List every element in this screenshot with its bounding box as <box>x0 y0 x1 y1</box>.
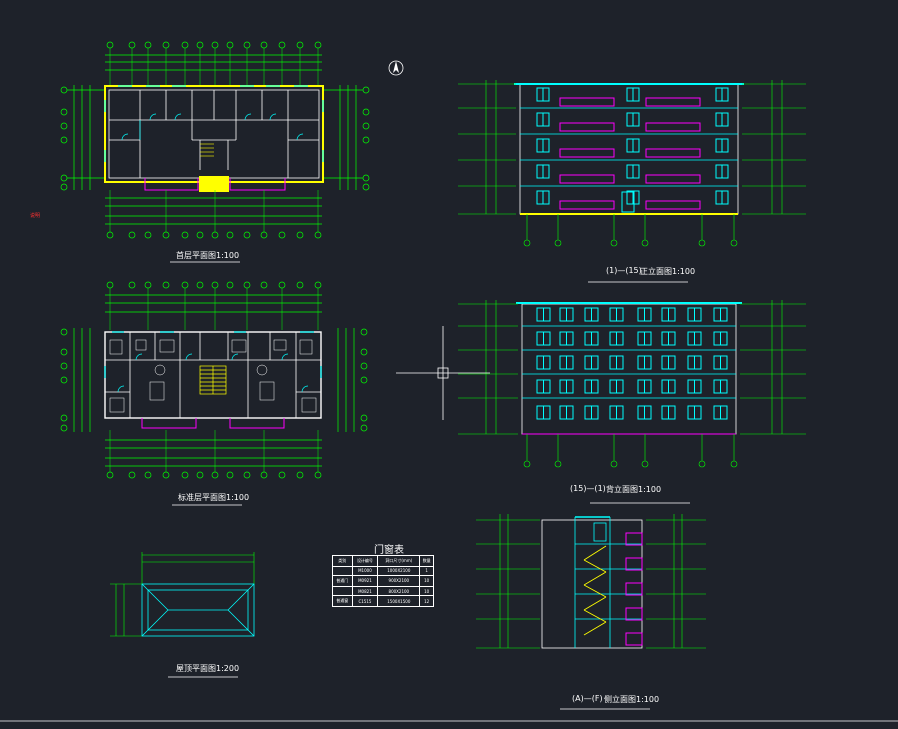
front-balcony <box>645 148 701 158</box>
side-elevation-axis-start: (A)—(F) <box>572 694 603 703</box>
table-cell: 1 <box>419 565 434 577</box>
front-balcony <box>559 174 615 184</box>
front-elevation[interactable] <box>458 80 806 283</box>
front-elevation-axis-start: (1)—(15) <box>606 266 642 275</box>
front-balcony <box>645 97 701 107</box>
table-cell: 普通门 <box>332 575 353 587</box>
door-window-table: 类别 设计编号 洞口尺寸(mm) 数量 M1000 1000X2100 1 普通… <box>332 555 434 607</box>
table-row: M1000 1000X2100 1 <box>332 565 434 577</box>
table-cell: C1515 <box>351 595 379 607</box>
crosshair-cursor-icon <box>396 326 490 420</box>
front-balcony <box>645 174 701 184</box>
back-elevation-axis-start: (15)—(1) <box>570 484 606 493</box>
table-header-cell: 洞口尺寸(mm) <box>377 555 421 567</box>
door-table-title: 门窗表 <box>374 545 404 556</box>
table-cell <box>332 565 353 577</box>
front-elevation-title: 正立面图1:100 <box>640 267 696 276</box>
table-cell: 10 <box>419 585 434 597</box>
table-row: M0821 800X2100 10 <box>332 585 434 597</box>
front-balcony <box>559 200 615 210</box>
back-elevation-title: 背立面图1:100 <box>606 485 662 494</box>
roof-plan[interactable] <box>110 552 255 678</box>
table-row: 普通窗 C1515 1500X1500 12 <box>332 595 434 607</box>
table-cell: 1500X1500 <box>377 595 421 607</box>
table-cell: M0921 <box>351 575 379 587</box>
front-balcony <box>559 122 615 132</box>
table-cell: 12 <box>419 595 434 607</box>
table-row: 普通门 M0921 900X2100 10 <box>332 575 434 587</box>
table-header-cell: 类别 <box>332 555 353 567</box>
roof-plan-title: 屋顶平面图1:200 <box>176 664 240 673</box>
table-cell: 1000X2100 <box>377 565 421 577</box>
side-elevation-title: 侧立面图1:100 <box>604 695 660 704</box>
table-header-cell: 数量 <box>419 555 434 567</box>
table-cell: 普通窗 <box>332 595 353 607</box>
ground-floor-plan[interactable] <box>60 41 370 263</box>
standard-plan-title: 标准层平面图1:100 <box>178 493 250 502</box>
front-balcony <box>559 97 615 107</box>
side-elevation[interactable] <box>476 514 706 710</box>
table-cell <box>332 585 353 597</box>
table-cell: 10 <box>419 575 434 587</box>
front-balcony <box>645 122 701 132</box>
standard-floor-plan[interactable] <box>60 281 368 506</box>
front-balcony <box>645 200 701 210</box>
back-elevation[interactable] <box>396 300 806 504</box>
ground-plan-title: 首层平面图1:100 <box>176 251 240 260</box>
table-header-cell: 设计编号 <box>351 555 379 567</box>
table-cell: 800X2100 <box>377 585 421 597</box>
front-balcony <box>559 148 615 158</box>
table-cell: M0821 <box>351 585 379 597</box>
table-cell: 900X2100 <box>377 575 421 587</box>
red-note-label: 说明 <box>30 213 41 219</box>
table-header-row: 类别 设计编号 洞口尺寸(mm) 数量 <box>332 555 434 567</box>
north-arrow-icon <box>388 60 404 76</box>
table-cell: M1000 <box>351 565 379 577</box>
